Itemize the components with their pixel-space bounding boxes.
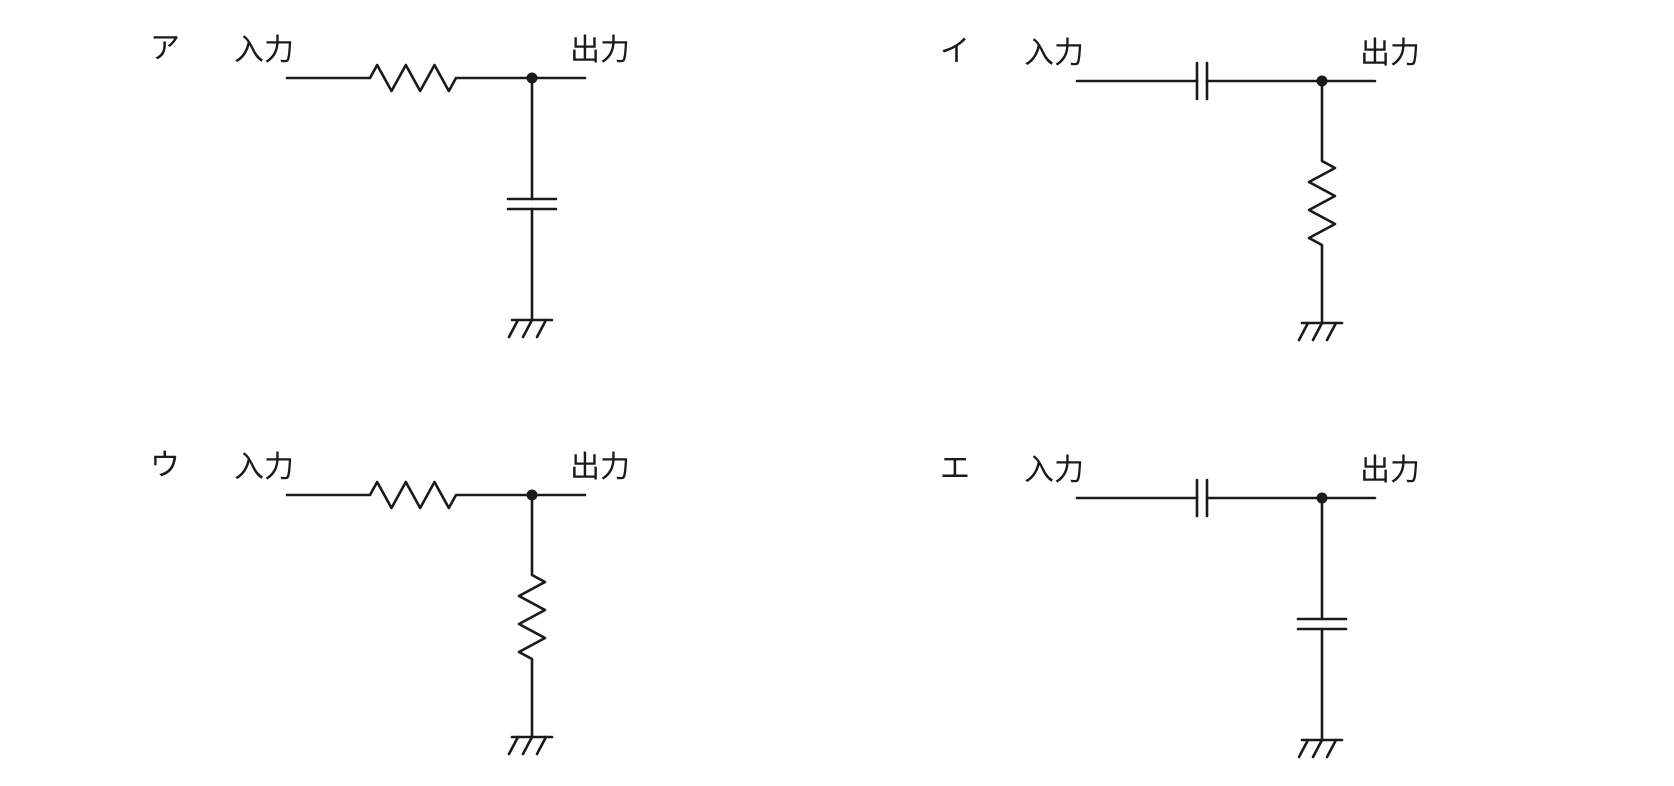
ground-symbol: [507, 735, 554, 756]
circuit-i: イ 入力 出力: [940, 34, 1420, 342]
output-label: 出力: [1360, 36, 1420, 71]
choice-label: ア: [150, 31, 180, 66]
ground-symbol: [1297, 738, 1344, 759]
ground-hatch: [1325, 738, 1338, 759]
series-element: [285, 480, 534, 510]
ground-hatch: [1297, 321, 1310, 342]
circuit-u: ウ 入力 出力: [150, 448, 630, 756]
output-label: 出力: [570, 450, 630, 485]
output-label: 出力: [570, 33, 630, 68]
shunt-element: [1307, 79, 1337, 325]
shunt-element: [506, 76, 558, 322]
resistor-shunt-symbol: [517, 493, 547, 739]
input-label: 入力: [234, 450, 294, 485]
choice-label: エ: [940, 451, 970, 486]
shunt-element: [517, 493, 547, 739]
ground-symbol: [1297, 321, 1344, 342]
series-element: [285, 63, 534, 93]
circuit-e: エ 入力 出力: [940, 451, 1420, 759]
input-label: 入力: [234, 33, 294, 68]
shunt-element: [1296, 496, 1348, 742]
ground-hatch: [507, 735, 520, 756]
resistor-series-symbol: [285, 63, 534, 93]
series-element: [1075, 478, 1324, 518]
resistor-series-symbol: [285, 480, 534, 510]
resistor-shunt-symbol: [1307, 79, 1337, 325]
input-label: 入力: [1024, 36, 1084, 71]
ground-hatch: [1325, 321, 1338, 342]
input-label: 入力: [1024, 453, 1084, 488]
series-element: [1075, 61, 1324, 101]
choice-label: ウ: [150, 448, 180, 483]
circuit-a: ア 入力 出力: [150, 31, 630, 339]
ground-symbol: [507, 318, 554, 339]
output-label: 出力: [1360, 453, 1420, 488]
ground-hatch: [1311, 738, 1324, 759]
ground-hatch: [1297, 738, 1310, 759]
ground-hatch: [507, 318, 520, 339]
ground-hatch: [521, 318, 534, 339]
ground-hatch: [521, 735, 534, 756]
ground-hatch: [1311, 321, 1324, 342]
ground-hatch: [535, 735, 548, 756]
choice-label: イ: [940, 34, 970, 69]
ground-hatch: [535, 318, 548, 339]
